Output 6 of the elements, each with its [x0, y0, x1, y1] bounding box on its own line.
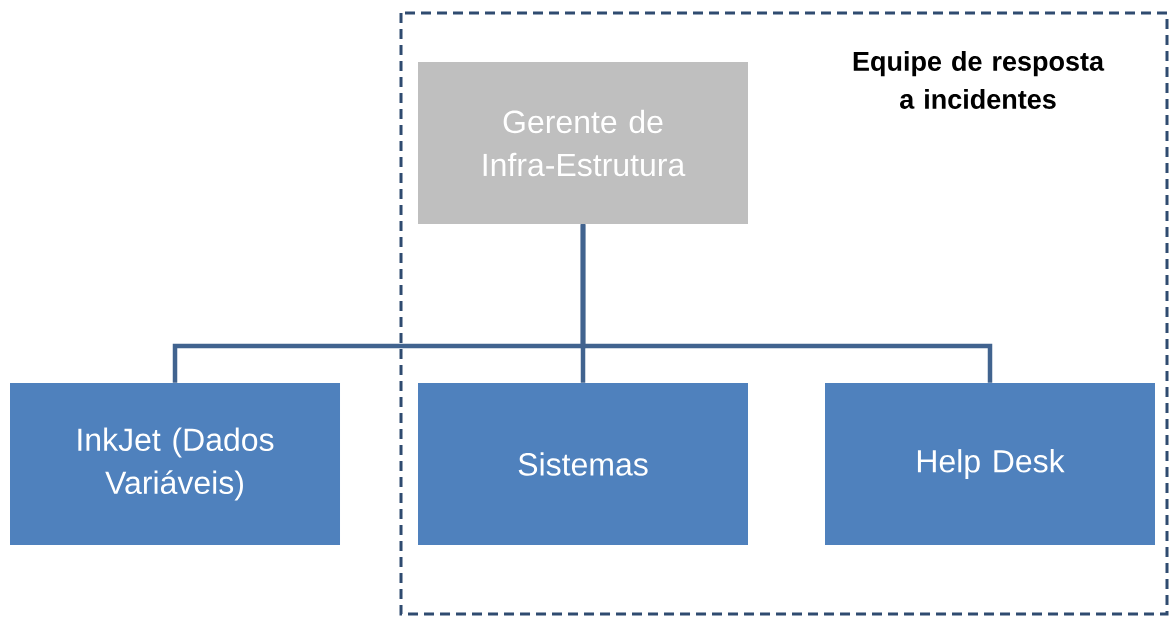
connector-line: [580, 224, 993, 383]
manager-box: Gerente de Infra-Estrutura: [418, 62, 748, 224]
team-box: Sistemas: [418, 383, 748, 545]
team-box: InkJet (Dados Variáveis): [10, 383, 340, 545]
region-heading: Equipe de resposta a incidentes: [853, 51, 1105, 109]
team-box: Help Desk: [825, 383, 1155, 545]
